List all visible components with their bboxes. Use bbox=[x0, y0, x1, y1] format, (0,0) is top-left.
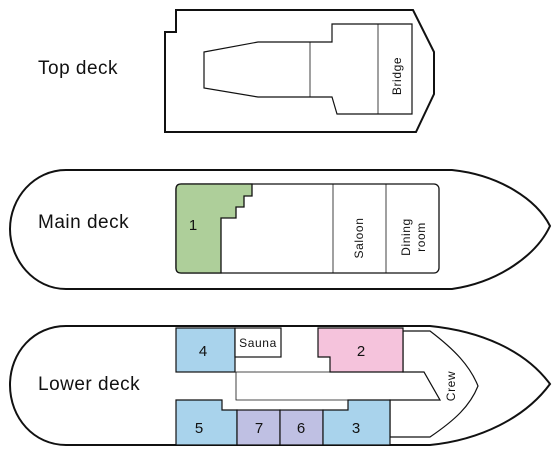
cabin-3[interactable] bbox=[322, 399, 391, 446]
cabin-5-label: 5 bbox=[195, 420, 203, 437]
crew-label: Crew bbox=[444, 371, 458, 401]
cabin-4-label: 4 bbox=[199, 343, 207, 360]
main-deck-label: Main deck bbox=[38, 212, 129, 233]
sauna[interactable] bbox=[234, 327, 282, 358]
dining-room-label-line1: Dining bbox=[399, 218, 413, 256]
cabin-7-label: 7 bbox=[255, 420, 263, 437]
cabin-7[interactable] bbox=[236, 409, 281, 446]
dining-room-label-line2: room bbox=[414, 222, 428, 252]
bridge-label: Bridge bbox=[390, 57, 404, 95]
cabin-2-label: 2 bbox=[357, 343, 365, 360]
cabin-2[interactable] bbox=[317, 327, 404, 373]
cabin-6-label: 6 bbox=[297, 420, 305, 437]
top-deck-inner-outline bbox=[203, 23, 413, 115]
lower-deck-label: Lower deck bbox=[38, 374, 140, 395]
cabin-1-label: 1 bbox=[189, 217, 197, 234]
top-deck: Top deck Bridge bbox=[38, 9, 435, 133]
cabin-3-label: 3 bbox=[352, 420, 360, 437]
main-deck: Main deck 1 Saloon Dining room bbox=[8, 169, 552, 290]
cabin-6[interactable] bbox=[279, 409, 324, 446]
saloon-label: Saloon bbox=[352, 218, 366, 259]
top-deck-hull bbox=[164, 9, 435, 133]
sauna-label: Sauna bbox=[239, 336, 277, 350]
top-deck-label: Top deck bbox=[38, 58, 118, 79]
cabin-1[interactable] bbox=[175, 183, 253, 274]
lower-deck: Lower deck Crew 4 Sauna 2 5 7 6 3 bbox=[8, 325, 552, 446]
cabin-4[interactable] bbox=[175, 327, 236, 373]
